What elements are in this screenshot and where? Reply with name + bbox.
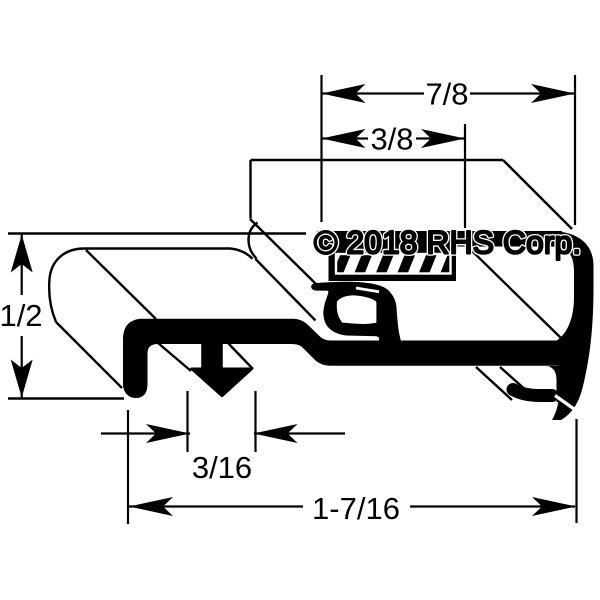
- svg-text:3/16: 3/16: [192, 450, 252, 485]
- svg-text:© 2018 RHS Corp.: © 2018 RHS Corp.: [314, 225, 581, 261]
- svg-text:© 2018 RHS Corp.: © 2018 RHS Corp.: [314, 225, 581, 261]
- svg-text:1/2: 1/2: [0, 298, 43, 333]
- svg-text:© 2018 RHS Corp.: © 2018 RHS Corp.: [314, 225, 581, 261]
- svg-text:3/8: 3/8: [370, 122, 413, 157]
- svg-text:7/8: 7/8: [425, 77, 468, 112]
- svg-text:1-7/16: 1-7/16: [312, 491, 400, 526]
